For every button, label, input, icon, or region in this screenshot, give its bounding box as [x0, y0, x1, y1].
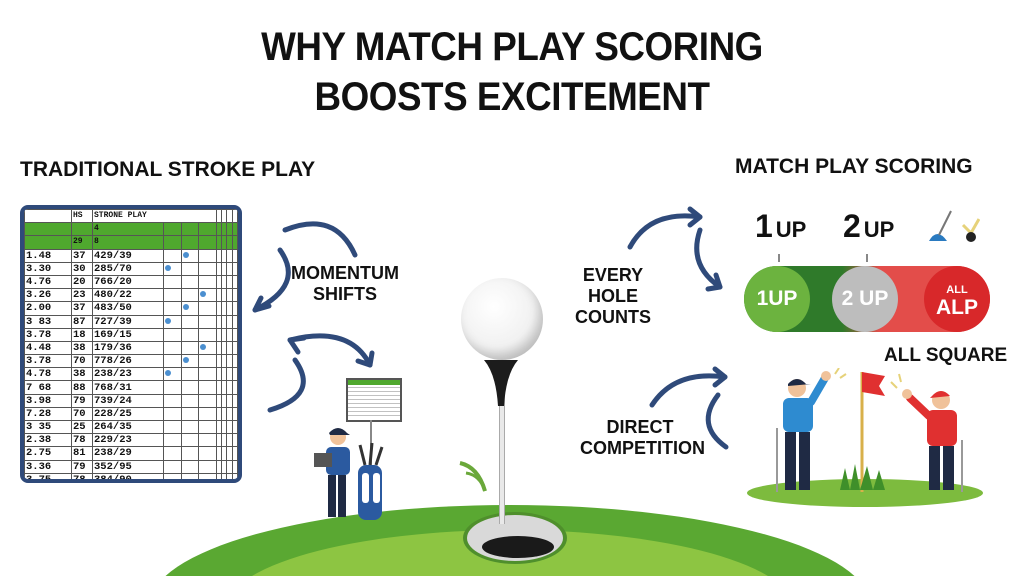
players-greeting-icon [747, 368, 983, 507]
golf-celebration-icon [929, 210, 980, 242]
tee-icon [484, 360, 518, 406]
tick-2up [866, 254, 868, 262]
pill-2up: 2 UP [832, 266, 898, 332]
title-line-2: BOOSTS EXCITEMENT [314, 75, 710, 119]
title-line-1: WHY MATCH PLAY SCORING [261, 25, 763, 69]
stroke-play-heading: TRADITIONAL STROKE PLAY [20, 158, 316, 181]
all-square-label: ALL SQUARE [884, 345, 1008, 366]
pill-1up: 1UP [744, 266, 810, 332]
golf-ball-icon [461, 278, 543, 360]
grass-tuft-icon [458, 455, 488, 493]
momentum-arrows-icon [252, 221, 375, 413]
infographic-title: WHY MATCH PLAY SCORING BOOSTS EXCITEMENT [41, 22, 983, 122]
direct-competition-arrows-icon [649, 366, 729, 450]
golfer-with-bag-icon [314, 428, 384, 520]
putting-green [165, 505, 855, 576]
match-play-heading: MATCH PLAY SCORING [735, 155, 973, 178]
mini-scoreboard [346, 378, 402, 422]
tee-stem [499, 388, 505, 524]
tick-1up [778, 254, 780, 262]
every-hole-arrows-icon [627, 206, 723, 292]
